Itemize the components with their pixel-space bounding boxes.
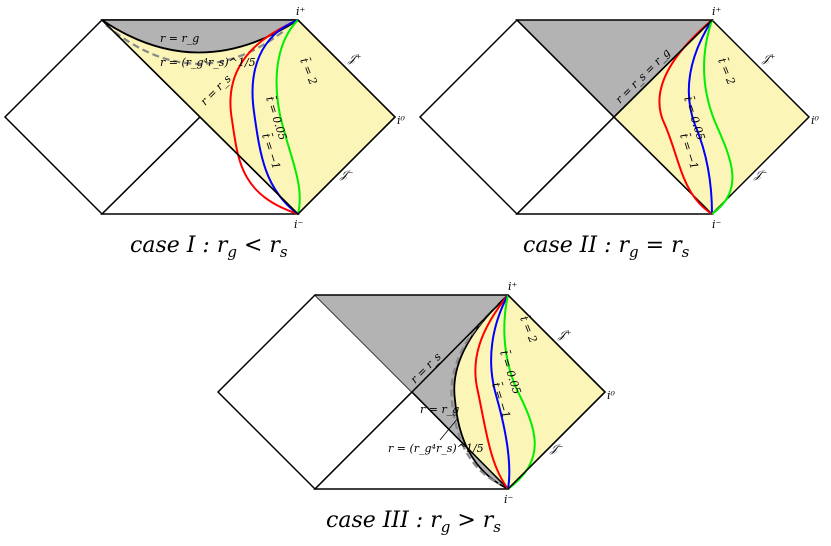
- curve-t-2: [503, 294, 536, 490]
- curve-t-0-05: [490, 294, 511, 490]
- panel-case-1: r = r_g r = (r_g⁴r_s)^1/5 r = r_s t̄ = −…: [3, 5, 406, 261]
- curve-r-g: [101, 19, 299, 54]
- caption-case-1: case I : rg < rs: [130, 233, 288, 261]
- label-r-crit: r = (r_g⁴r_s)^1/5: [388, 442, 484, 455]
- marker-scri-plus: 𝒥⁺: [761, 52, 776, 65]
- label-r-crit: r = (r_g⁴r_s)^1/5: [160, 56, 256, 69]
- horizon-line: [613, 19, 713, 118]
- marker-i-minus: i⁻: [504, 493, 514, 506]
- caption-case-2: case II : rg = rs: [523, 233, 690, 261]
- marker-i-plus: i⁺: [508, 280, 518, 293]
- pointer-line: [439, 417, 459, 441]
- curve-dashed: [450, 304, 501, 485]
- panel-case-3: r = r_s r = r_g r = (r_g⁴r_s)^1/5 t̄ = −…: [216, 280, 616, 536]
- marker-i-zero: i⁰: [811, 114, 820, 127]
- marker-scri-plus: 𝒥⁺: [557, 328, 572, 341]
- marker-i-plus: i⁺: [296, 5, 306, 18]
- horizon-line: [411, 294, 509, 393]
- horizon-line: [101, 19, 299, 215]
- right-boundary: [507, 294, 607, 490]
- curve-t-minus-1: [229, 19, 299, 215]
- curve-t-0-05: [251, 19, 299, 215]
- right-boundary: [297, 19, 397, 215]
- curve-dashed: [105, 24, 286, 65]
- caption-case-3: case III : rg > rs: [326, 508, 501, 536]
- label-r-g: r = r_g: [420, 403, 459, 416]
- marker-i-minus: i⁻: [294, 218, 304, 231]
- lower-horizon-line: [411, 391, 509, 490]
- marker-scri-minus: 𝒥⁻: [339, 168, 354, 181]
- marker-i-plus: i⁺: [712, 5, 722, 18]
- curve-t-2: [703, 19, 734, 215]
- curve-t-2: [275, 19, 301, 215]
- curve-t-minus-1: [474, 294, 509, 490]
- marker-scri-plus: 𝒥⁺: [347, 52, 362, 65]
- label-r-g: r = r_g: [160, 32, 199, 45]
- marker-scri-minus: 𝒥⁻: [753, 168, 768, 181]
- marker-scri-minus: 𝒥⁻: [549, 442, 564, 455]
- marker-i-minus: i⁻: [712, 218, 722, 231]
- panel-case-2: r = r_s = r_g t̄ = −1 t̄ = 0.05 t̄ = 2 i…: [418, 5, 820, 261]
- curve-t-0-05: [687, 19, 713, 215]
- marker-i-zero: i⁰: [397, 114, 406, 127]
- curve-t-minus-1: [658, 19, 713, 215]
- marker-i-zero: i⁰: [607, 389, 616, 402]
